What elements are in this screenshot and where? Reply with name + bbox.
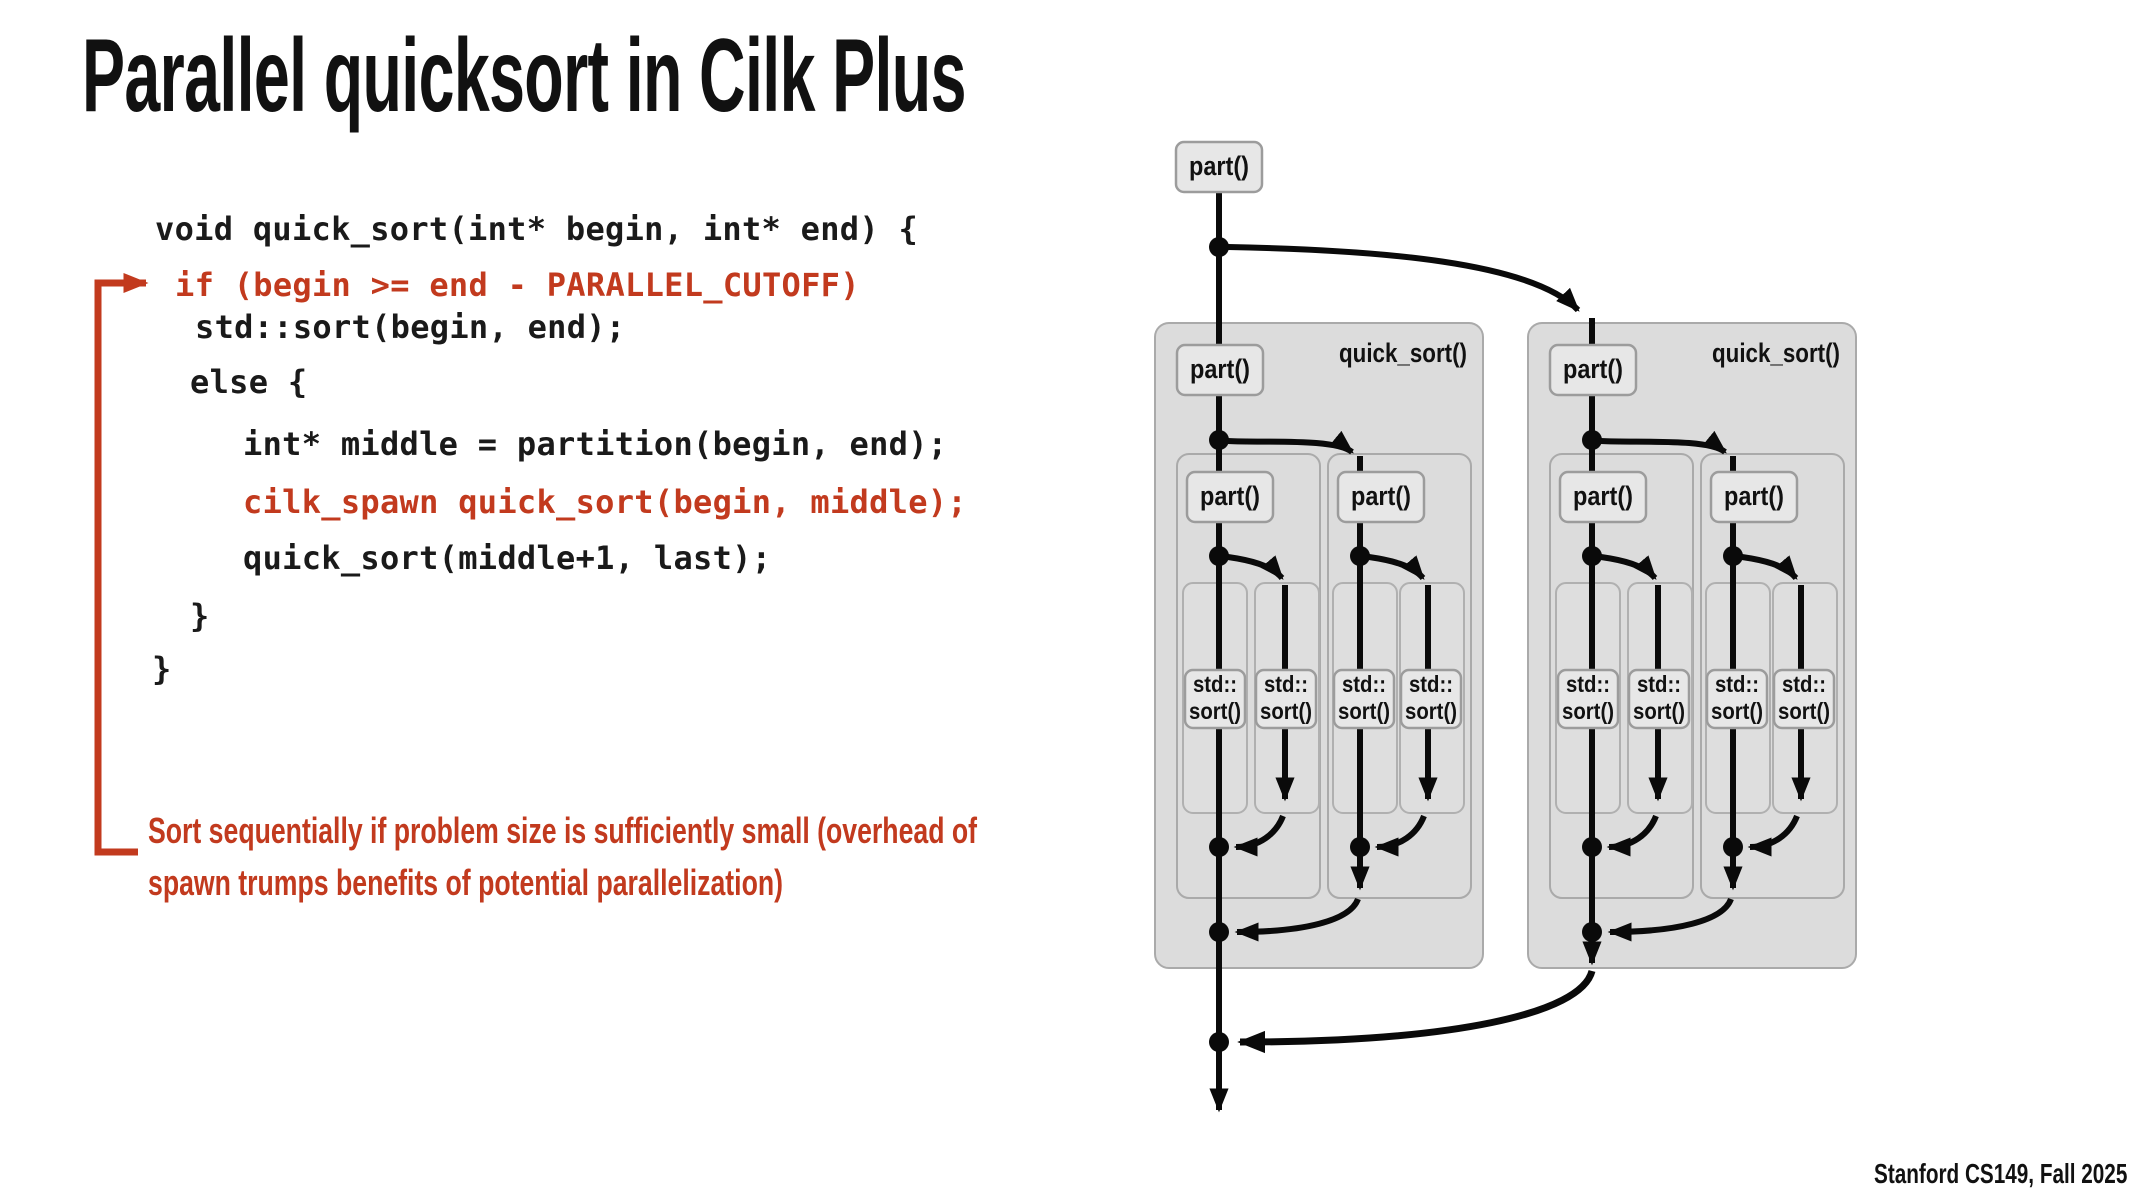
sort-call-label-bottom: sort() — [1633, 698, 1685, 724]
sort-call-box — [1705, 668, 1769, 730]
fork-dot — [1350, 546, 1370, 566]
sort-call-label-top: std:: — [1409, 671, 1453, 697]
callout-arrow — [94, 272, 149, 856]
join-dot — [1209, 922, 1229, 942]
code-line: int* middle = partition(begin, end); — [243, 425, 948, 463]
join-arrow — [1747, 814, 1800, 857]
sort-call-label-top: std:: — [1715, 671, 1759, 697]
fork-arrow — [1600, 554, 1658, 581]
sort-call-label-bottom: sort() — [1338, 698, 1390, 724]
join-arrow — [1607, 897, 1734, 942]
sort-call-box — [1183, 668, 1247, 730]
fork-arrow — [1368, 554, 1426, 581]
sort-call-label-top: std:: — [1193, 671, 1237, 697]
sort-call-label-bottom: sort() — [1711, 698, 1763, 724]
sort-call-box — [1332, 668, 1396, 730]
sort-call-label-bottom: sort() — [1778, 698, 1830, 724]
part-call-label: part() — [1200, 481, 1260, 511]
part-call-label: part() — [1563, 354, 1623, 384]
fork-arrow — [1741, 554, 1799, 581]
sort-call-label-top: std:: — [1342, 671, 1386, 697]
sort-call-label-top: std:: — [1637, 671, 1681, 697]
join-dot — [1582, 922, 1602, 942]
join-arrow — [1606, 814, 1659, 857]
part-call-label: part() — [1189, 151, 1249, 181]
part-call-box — [1185, 470, 1275, 524]
part-call-box — [1709, 470, 1799, 524]
join-arrow — [1234, 897, 1361, 942]
code-line: cilk_spawn quick_sort(begin, middle); — [243, 483, 967, 521]
sort-call-label-top: std:: — [1264, 671, 1308, 697]
part-call-box — [1175, 343, 1265, 397]
sort-call-box — [1254, 668, 1318, 730]
code-line: } — [190, 597, 210, 635]
sort-call-box — [1399, 668, 1463, 730]
sort-call-label-bottom: sort() — [1260, 698, 1312, 724]
join-dot — [1209, 1032, 1229, 1052]
code-line: else { — [190, 363, 308, 401]
fork-arrow — [1227, 554, 1285, 581]
sort-call-label-top: std:: — [1782, 671, 1826, 697]
slide-title: Parallel quicksort in Cilk Plus — [82, 18, 966, 134]
code-line: quick_sort(middle+1, last); — [243, 539, 772, 577]
code-line: } — [152, 650, 172, 688]
part-call-label: part() — [1724, 481, 1784, 511]
sort-call-label-bottom: sort() — [1562, 698, 1614, 724]
part-call-box — [1336, 470, 1426, 524]
join-dot — [1209, 837, 1229, 857]
quicksort-box-label: quick_sort() — [1339, 338, 1467, 368]
sort-call-label-bottom: sort() — [1405, 698, 1457, 724]
join-dot — [1723, 837, 1743, 857]
code-line: std::sort(begin, end); — [195, 308, 626, 346]
join-dot — [1350, 837, 1370, 857]
sort-call-label-bottom: sort() — [1189, 698, 1241, 724]
code-line: if (begin >= end - PARALLEL_CUTOFF) — [175, 266, 860, 304]
annotation-text: Sort sequentially if problem size is suf… — [148, 805, 977, 909]
fork-dot — [1582, 546, 1602, 566]
fork-dot — [1209, 546, 1229, 566]
part-call-label: part() — [1573, 481, 1633, 511]
sort-call-box — [1772, 668, 1836, 730]
join-arrow — [1237, 969, 1596, 1054]
join-arrow — [1233, 814, 1286, 857]
course-footer: Stanford CS149, Fall 2025 — [1873, 1158, 2127, 1189]
part-call-label: part() — [1190, 354, 1250, 384]
join-arrow — [1374, 814, 1427, 857]
part-call-box — [1558, 470, 1648, 524]
fork-dot — [1582, 430, 1602, 450]
join-dot — [1582, 837, 1602, 857]
sort-call-box — [1556, 668, 1620, 730]
fork-dot — [1209, 430, 1229, 450]
part-call-label: part() — [1351, 481, 1411, 511]
fork-dot — [1209, 237, 1229, 257]
part-call-box — [1548, 343, 1638, 397]
fork-arrow — [1600, 430, 1727, 455]
sort-call-box — [1627, 668, 1691, 730]
quicksort-box-label: quick_sort() — [1712, 338, 1840, 368]
annotation-line-1: Sort sequentially if problem size is suf… — [148, 810, 978, 851]
fork-dot — [1723, 546, 1743, 566]
sort-call-label-top: std:: — [1566, 671, 1610, 697]
fork-arrow — [1227, 244, 1581, 313]
part-call-box — [1174, 140, 1264, 194]
fork-arrow — [1227, 430, 1354, 455]
code-line: void quick_sort(int* begin, int* end) { — [155, 210, 919, 248]
annotation-line-2: spawn trumps benefits of potential paral… — [148, 862, 783, 903]
